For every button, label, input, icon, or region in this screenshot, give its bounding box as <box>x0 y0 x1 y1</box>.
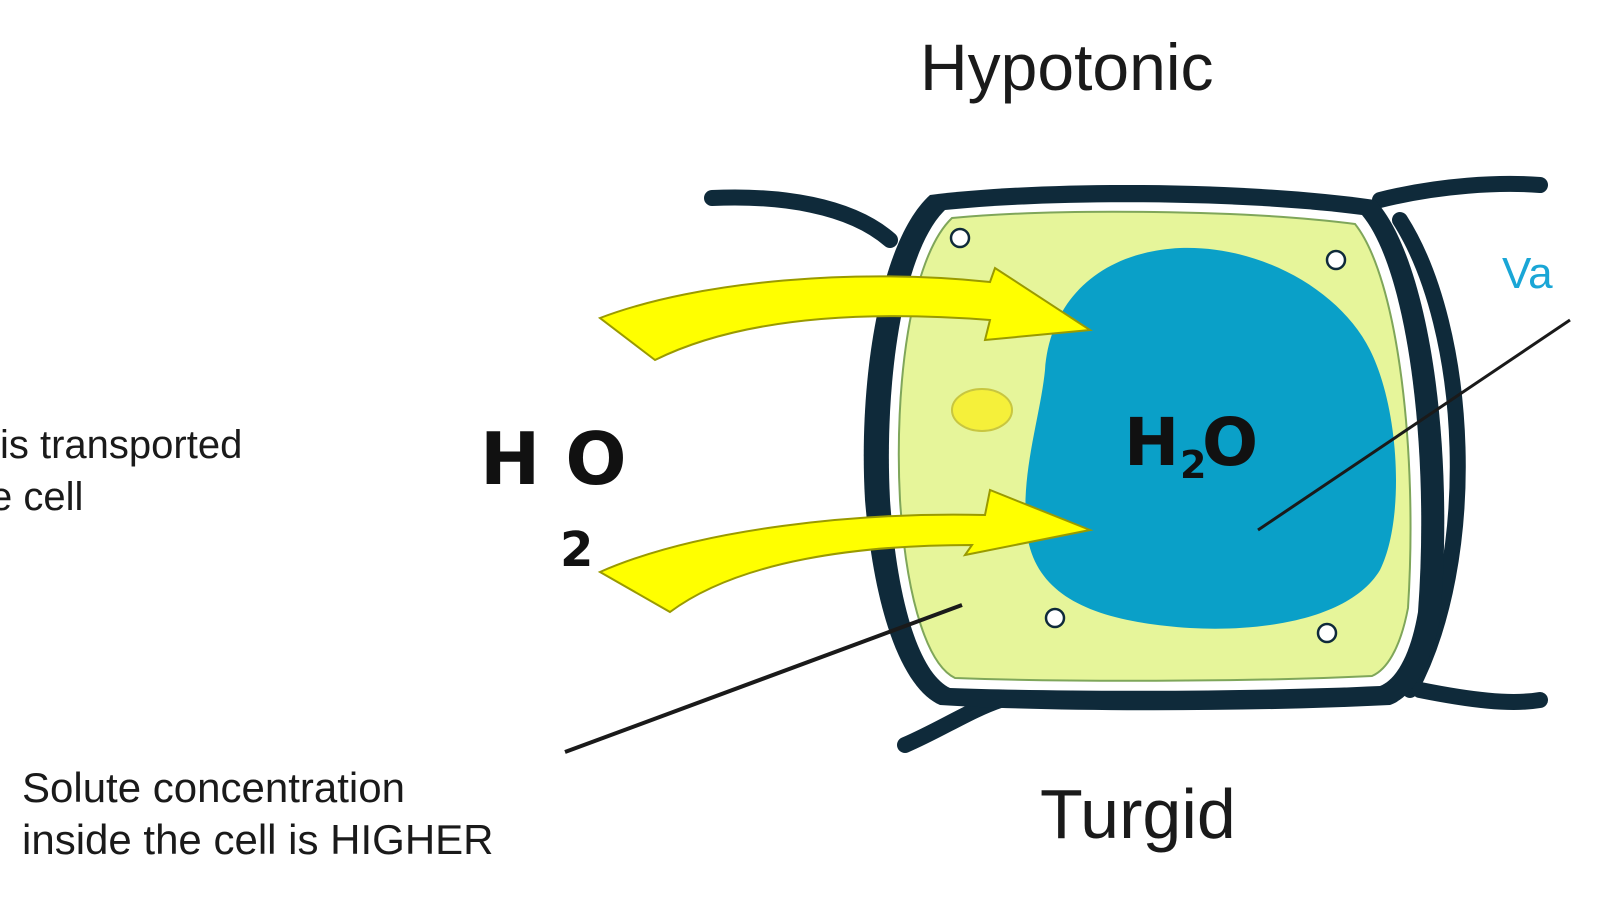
inside-water-h: H <box>1124 404 1179 481</box>
vacuole-label: Va <box>1502 249 1553 298</box>
solute-text-line-2: inside the cell is HIGHER <box>22 816 494 863</box>
water-arrow-lower <box>597 488 1094 614</box>
inside-water-o: O <box>1202 404 1258 481</box>
outside-water-label: H O <box>480 417 627 501</box>
inside-water-subscript: 2 <box>1180 443 1206 487</box>
vacuole-pointer-line <box>1257 318 1571 532</box>
organelle-dot <box>1325 249 1347 271</box>
state-label: Turgid <box>1040 775 1236 853</box>
water-arrow-upper <box>597 266 1093 362</box>
organelles <box>949 227 1347 644</box>
organelle-dot <box>1044 607 1066 629</box>
organelle-dot <box>1316 622 1338 644</box>
solute-text-line-1: Solute concentration <box>22 764 405 811</box>
organelle-dot <box>949 227 971 249</box>
nucleus <box>951 388 1013 432</box>
neighbour-cell-walls <box>704 175 1548 753</box>
vacuole <box>1025 247 1397 629</box>
diagram-title: Hypotonic <box>920 30 1214 104</box>
left-text-line-2: e cell <box>0 475 83 519</box>
outside-water-subscript: 2 <box>560 522 593 578</box>
left-text-line-1: is transported <box>0 423 242 467</box>
cytoplasm-pointer-line <box>564 603 963 754</box>
